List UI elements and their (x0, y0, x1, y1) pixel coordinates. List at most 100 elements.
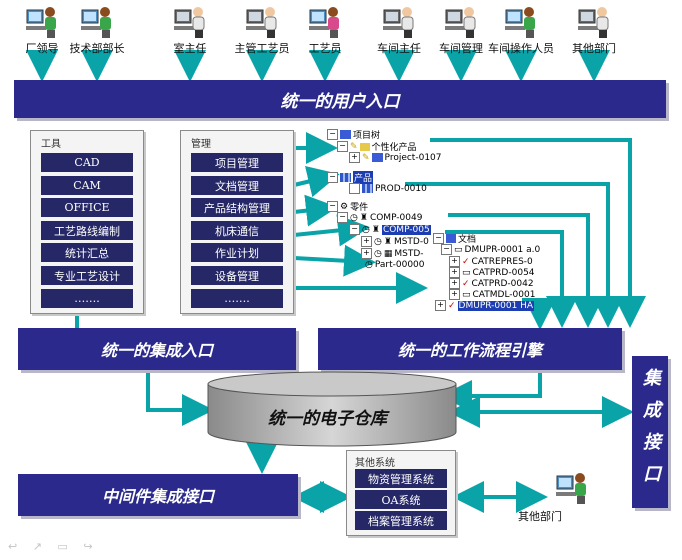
tree-folder-icon (340, 130, 351, 139)
tree-label: DMUPR-0001 a.0 (464, 244, 541, 255)
tree-node-parts-folder[interactable]: − ⚙ 零件 (327, 200, 368, 213)
tree-node-comp-1[interactable]: − ◷ ♜ COMP-0049 (337, 212, 422, 223)
document-folder-icon (446, 234, 456, 243)
expand-icon[interactable]: + (449, 256, 460, 267)
role-label: 车间操作人员 (488, 42, 554, 55)
expand-icon[interactable]: + (449, 278, 460, 289)
mgmt-job-plan-button[interactable]: 作业计划 (191, 243, 283, 262)
mgmt-project-button[interactable]: 项目管理 (191, 153, 283, 172)
tool-office-button[interactable]: OFFICE (41, 198, 133, 217)
collapse-icon[interactable]: − (349, 224, 360, 235)
tree-label: COMP-0049 (369, 212, 423, 223)
mgmt-document-button[interactable]: 文档管理 (191, 176, 283, 195)
female-operator-icon (505, 7, 535, 38)
tree-label: CATMDL-0001 (472, 289, 536, 300)
arrow-tree-parts (448, 213, 604, 328)
middleware-title: 中间件集成接口 (101, 487, 214, 506)
role-label: 车间主任 (377, 42, 421, 55)
tree-label: CATPRD-0054 (472, 267, 535, 278)
expand-icon[interactable]: + (435, 300, 446, 311)
check-icon: ✓ (448, 300, 456, 311)
role-label: 室主任 (173, 42, 207, 55)
mgmt-equipment-button[interactable]: 设备管理 (191, 266, 283, 285)
user-entry-title: 统一的用户入口 (280, 91, 400, 112)
tree-node-part[interactable]: ◷ Part-00000 (365, 260, 425, 270)
tree-node-product-id[interactable]: PROD-0010 (349, 183, 427, 194)
collapse-icon[interactable]: − (337, 141, 348, 152)
tool-statistics-button[interactable]: 统计汇总 (41, 243, 133, 262)
checkbox-icon[interactable] (349, 183, 360, 194)
gear-icon: ⚙ (340, 201, 349, 212)
expand-icon[interactable]: + (449, 289, 460, 300)
tree-node-project-id[interactable]: + ✎ Project-0107 (349, 152, 442, 163)
tree-node-comp-2[interactable]: − ◷ ♜ COMP-005 (349, 224, 431, 235)
tree-node-doc-5[interactable]: + ▭ CATMDL-0001 (449, 289, 535, 300)
tree-label: Project-0107 (384, 152, 442, 163)
role-other-department: 其他部门 (564, 4, 624, 56)
pencil-icon: ✎ (362, 152, 370, 163)
mgmt-structure-button[interactable]: 产品结构管理 (191, 198, 283, 217)
tree-node-project-folder[interactable]: − 项目树 (327, 128, 380, 141)
expand-icon[interactable]: + (349, 152, 360, 163)
collapse-icon[interactable]: − (337, 212, 348, 223)
role-label: 车间管理 (439, 42, 483, 55)
tree-label: DMUPR-0001 HA (457, 300, 535, 311)
role-technologist: 工艺员 (295, 4, 355, 56)
clock-icon: ◷ (374, 248, 382, 259)
tree-label: Part-00000 (374, 260, 425, 270)
collapse-icon[interactable]: − (441, 244, 452, 255)
integration-entry-banner: 统一的集成入口 (18, 328, 296, 370)
management-panel: 管理 项目管理 文档管理 产品结构管理 机床通信 作业计划 设备管理 ……. (180, 130, 294, 314)
tree-node-mstd-2[interactable]: + ◷ ▦ MSTD- (361, 248, 424, 259)
role-office-head: 室主任 (160, 4, 220, 56)
other-archive-system-button[interactable]: 档案管理系统 (355, 511, 447, 530)
project-icon (371, 153, 383, 162)
tool-more-button[interactable]: ……. (41, 289, 133, 308)
slide-nav-icons[interactable]: ↩ ↗ ▭ ↪ (8, 540, 99, 553)
collapse-icon[interactable]: − (327, 172, 338, 183)
role-label: 厂领导 (25, 42, 59, 55)
tree-node-doc-4[interactable]: + ✓ CATPRD-0042 (449, 278, 534, 289)
tree-node-mstd-1[interactable]: + ◷ ♜ MSTD-0 (361, 236, 429, 247)
tree-label: 零件 (350, 203, 369, 213)
tree-node-product-folder[interactable]: − 产品 (327, 171, 374, 184)
tool-process-design-button[interactable]: 专业工艺设计 (41, 266, 133, 285)
mgmt-more-button[interactable]: ……. (191, 289, 283, 308)
collapse-icon[interactable]: − (433, 233, 444, 244)
role-chief-technologist: 主管工艺员 (232, 4, 292, 56)
collapse-icon[interactable]: − (327, 129, 338, 140)
management-panel-title: 管理 (191, 139, 211, 150)
other-department-node (542, 470, 602, 506)
tree-node-doc-2[interactable]: + ✓ CATREPRES-0 (449, 256, 533, 267)
arrow-entry-repository (146, 372, 214, 426)
arrow-tree-doc (522, 298, 556, 330)
expand-icon[interactable]: + (449, 267, 460, 278)
tree-label: PROD-0010 (375, 183, 427, 194)
tree-node-doc-1[interactable]: − ▭ DMUPR-0001 a.0 (441, 244, 540, 255)
tool-routing-button[interactable]: 工艺路线编制 (41, 221, 133, 240)
repository-label: 统一的电子仓库 (268, 409, 387, 429)
arrow-tree-product (405, 182, 624, 328)
expand-icon[interactable]: + (361, 248, 372, 259)
arrow-tree-project (430, 138, 646, 328)
tree-node-personal-product[interactable]: − ✎ 个性化产品 (337, 140, 417, 153)
collapse-icon[interactable]: − (327, 201, 338, 212)
tree-node-doc-3[interactable]: + ▭ CATPRD-0054 (449, 267, 535, 278)
other-oa-system-button[interactable]: OA系统 (355, 490, 447, 509)
mgmt-machine-comm-button[interactable]: 机床通信 (191, 221, 283, 240)
tree-node-doc-folder[interactable]: − 文档 (433, 232, 476, 245)
tool-cad-button[interactable]: CAD (41, 153, 133, 172)
document-icon: ▭ (462, 289, 471, 300)
tool-cam-button[interactable]: CAM (41, 176, 133, 195)
female-operator-icon (26, 7, 56, 38)
arrow-structure-mgmt (293, 194, 338, 227)
workflow-engine-title: 统一的工作流程引擎 (397, 341, 542, 360)
other-material-system-button[interactable]: 物资管理系统 (355, 469, 447, 488)
expand-icon[interactable]: + (361, 236, 372, 247)
role-workshop-director: 车间主任 (369, 4, 429, 56)
tree-node-doc-6[interactable]: + ✓ DMUPR-0001 HA (435, 300, 535, 311)
workflow-engine-banner: 统一的工作流程引擎 (318, 328, 622, 370)
tools-panel-title: 工具 (41, 139, 61, 150)
check-icon: ✓ (462, 256, 470, 267)
